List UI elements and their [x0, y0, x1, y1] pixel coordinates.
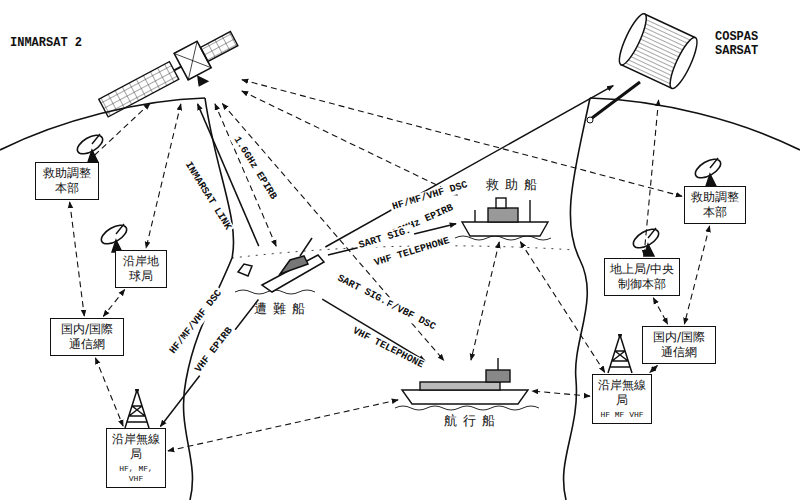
- node-label: 遭難船: [254, 300, 311, 318]
- ground-station-box: 地上局/中央制御本部: [604, 258, 680, 296]
- node-label: 地上局/中央制御本部: [609, 262, 675, 292]
- rescue-ship: [462, 198, 548, 236]
- node-label: 救助船: [486, 176, 543, 194]
- signal-label: 1.6GHz EPIRB: [230, 133, 280, 204]
- signal-label: VHF EPIRB: [192, 324, 237, 377]
- dashed-link: [644, 100, 659, 256]
- node-label: 救助調整本部: [689, 190, 741, 220]
- node-label: 国内/国際通信網: [55, 322, 119, 352]
- band-label: HF MF VHF: [597, 410, 647, 420]
- signal-label: SART SIG.: [334, 272, 391, 309]
- radio-link: [160, 300, 258, 427]
- node-label: 救助調整本部: [40, 166, 94, 196]
- satellite: COSPAS SARSAT: [615, 18, 710, 98]
- satellite: INMARSAT 2: [140, 30, 240, 102]
- dashed-link: [653, 298, 667, 324]
- dashed-link: [222, 104, 444, 361]
- dashed-link: [520, 242, 604, 373]
- signal-label: HF/MF/VHF DSC: [389, 179, 471, 214]
- node-label: COSPAS SARSAT: [715, 30, 785, 59]
- node-label: 沿岸無線局: [111, 432, 161, 462]
- earth-outline: [0, 98, 800, 500]
- dashed-link: [168, 400, 398, 451]
- rcc-box: 救助調整本部: [684, 186, 746, 224]
- band-label: HF, MF, VHF: [111, 464, 161, 484]
- coast-radio-station-box: 沿岸無線局 HF MF VHF: [592, 374, 652, 424]
- network-box: 国内/国際通信網: [50, 318, 124, 356]
- inmarsat-satellite: [96, 25, 246, 131]
- ship: 遭難船: [232, 248, 326, 298]
- signal-label: VHF TELEPHONE: [349, 324, 427, 371]
- ship: 救助船: [458, 196, 552, 240]
- coast-earth-station-box: 沿岸地球局: [115, 250, 167, 288]
- cospas-sarsat-satellite: [587, 11, 702, 123]
- dashed-link: [650, 365, 658, 372]
- dashed-link: [684, 226, 709, 324]
- rcc-box: 救助調整本部: [35, 162, 99, 200]
- node-label: 国内/国際通信網: [647, 330, 711, 360]
- dashed-link: [89, 103, 150, 160]
- antenna-dishes: [74, 131, 723, 256]
- node-label: 沿岸地球局: [120, 254, 162, 284]
- node-label: 沿岸無線局: [597, 378, 647, 408]
- node-label: INMARSAT 2: [10, 36, 120, 50]
- node-label: 航行船: [444, 412, 501, 430]
- signal-label: INMARSAT LINK: [181, 158, 234, 234]
- dashed-link: [146, 104, 181, 248]
- dashed-link: [242, 80, 682, 197]
- dashed-link: [532, 391, 590, 396]
- dashed-link: [70, 202, 85, 316]
- coast-radio-station-box: 沿岸無線局HF, MF, VHF: [106, 428, 166, 488]
- dashed-link: [242, 91, 458, 195]
- distress-ship: [238, 238, 324, 292]
- network-box: 国内/国際通信網: [642, 326, 716, 364]
- dashed-link: [103, 290, 124, 317]
- dashed-link: [471, 242, 499, 360]
- dashed-link: [95, 358, 123, 426]
- radio-link: [325, 86, 613, 247]
